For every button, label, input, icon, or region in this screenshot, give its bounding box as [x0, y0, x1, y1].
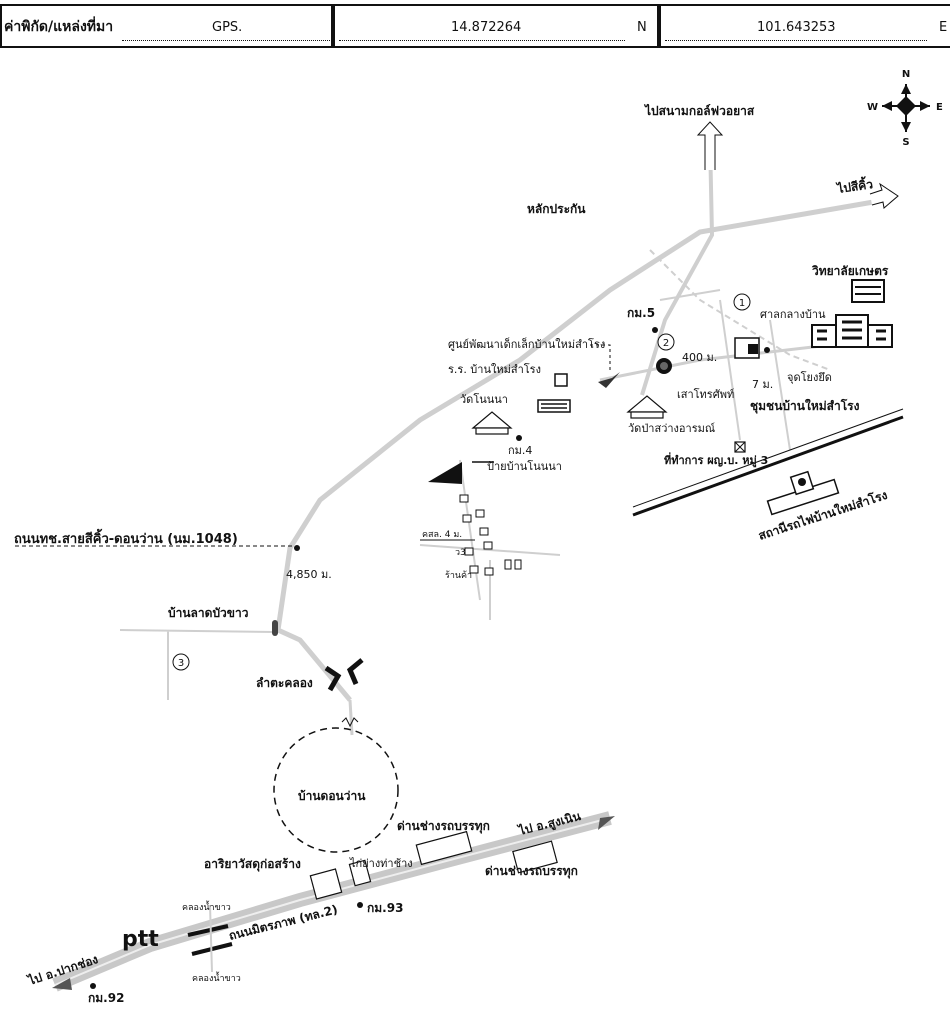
marker-1: 1 [739, 298, 745, 309]
longitude-cell: 101.643253 E [659, 4, 950, 48]
label-canal-bottom: คลองน้ำขาว [192, 971, 241, 984]
coordinate-header: ค่าพิกัด/แหล่งที่มา GPS. 14.872264 N 101… [0, 0, 950, 52]
label-college: วิทยาลัยเกษตร [812, 264, 889, 278]
label-child-center: ศูนย์พัฒนาเด็กเล็กบ้านใหม่สำโรง [448, 337, 605, 351]
child-center-marker [598, 372, 620, 388]
label-truck-shop-2: ด่านช่างรถบรรทุก [485, 864, 578, 879]
office-icon [734, 441, 746, 453]
label-km4: กม.4 [508, 444, 532, 457]
label-kai-yang: ไก่ย่างท่าช้าง [349, 857, 413, 870]
bridge-icon [324, 658, 364, 692]
longitude-direction: E [939, 20, 948, 35]
ptt-logo: ptt [122, 927, 159, 952]
shrine-icon [734, 337, 770, 359]
sign-marker [428, 462, 462, 484]
label-km5: กม.5 [627, 306, 655, 320]
label-sign-nonna: ป้ายบ้านโนนนา [487, 459, 562, 473]
label-truck-shop-1: ด่านช่างรถบรรทุก [397, 819, 490, 834]
mittraphap-road [52, 811, 612, 992]
latitude-value: 14.872264 [451, 20, 522, 35]
compass-n: N [902, 69, 910, 80]
label-to-sikhio: ไปสีคิ้ว [834, 174, 874, 196]
label-to-golf: ไปสนามกอล์ฟวอยาส [643, 103, 755, 118]
roadside-buildings [309, 830, 558, 900]
direction-arrows [52, 121, 899, 990]
marker-2: 2 [663, 338, 669, 349]
label-km93: กม.93 [367, 901, 403, 915]
label-lad-bua-khao: บ้านลาดบัวขาว [168, 606, 249, 620]
latitude-cell: 14.872264 N [333, 4, 659, 48]
label-office: ที่ทำการ ผญ.บ. หมู่ 3 [664, 452, 768, 468]
label-community: ชุมชนบ้านใหม่สำโรง [750, 398, 860, 414]
map-labels: ไปสนามกอล์ฟวอยาส ไปสีคิ้ว หลักประกัน วิท… [14, 103, 889, 1005]
compass-e: E [936, 102, 943, 113]
label-canal-4m: คสล. 4 ม. [422, 530, 462, 540]
temple-icon [471, 411, 513, 435]
latitude-direction: N [637, 20, 647, 35]
label-shop: ร้านค้า [445, 570, 472, 581]
compass-w: W [867, 102, 878, 113]
label-km92: กม.92 [88, 991, 124, 1005]
compass-s: S [902, 137, 909, 148]
label-400m: 400 ม. [682, 351, 717, 364]
label-shrine: ศาลกลางบ้าน [760, 308, 826, 321]
label-canal-top: คลองน้ำขาว [182, 900, 231, 913]
label-lak-prakan: หลักประกัน [527, 202, 586, 216]
label-telecom: เสาโทรศัพท์ [677, 387, 734, 401]
label-wat-pa: วัดป่าสว่างอารมณ์ [628, 422, 715, 435]
location-map: N S E W [14, 69, 943, 1005]
station-icon [766, 470, 840, 516]
marker-3: 3 [178, 658, 184, 669]
label-school: ร.ร. บ้านใหม่สำโรง [448, 362, 541, 376]
don-wan-area [273, 727, 399, 853]
school-icon [537, 373, 571, 413]
longitude-value: 101.643253 [757, 20, 836, 35]
label-ariya: อาริยาวัสดุก่อสร้าง [204, 857, 301, 872]
telecom-tower-icon [656, 358, 672, 374]
label-lam-ta-khlong: ลำตะคลอง [256, 676, 313, 690]
roads [52, 139, 886, 992]
label-don-wan: บ้านดอนว่าน [298, 789, 366, 803]
road-1048 [275, 197, 886, 702]
temple-icon [626, 395, 668, 419]
college-building-icon [811, 279, 893, 348]
railway [632, 408, 904, 517]
village-houses [459, 494, 522, 576]
label-4850m: 4,850 ม. [286, 568, 332, 581]
point-markers [90, 327, 658, 989]
road-to-golf [640, 139, 715, 396]
source-value: GPS. [212, 20, 243, 35]
number-markers: 1 2 3 [172, 293, 751, 671]
label-w3: ว3 [455, 548, 466, 558]
label-road-1048: ถนนทช.สายสีคิ้ว-ดอนว่าน (นม.1048) [14, 528, 238, 547]
label-7m: 7 ม. [752, 378, 773, 391]
coordinate-label: ค่าพิกัด/แหล่งที่มา [4, 19, 114, 35]
label-jud-gong: จุดโยงยึด [787, 370, 832, 384]
label-wat-nonna: วัดโนนนา [460, 392, 508, 406]
lad-bua-khao-marker [272, 620, 278, 636]
source-cell: ค่าพิกัด/แหล่งที่มา GPS. [0, 4, 333, 48]
compass-icon: N S E W [867, 69, 943, 148]
